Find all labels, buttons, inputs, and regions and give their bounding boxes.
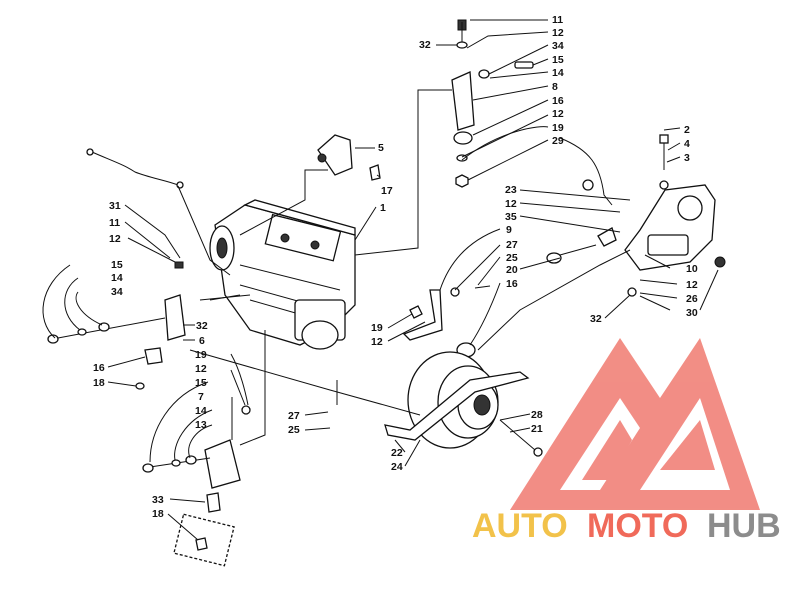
left-mount-6	[47, 261, 186, 390]
callout-26: 26	[686, 293, 698, 305]
callout-10: 10	[686, 263, 698, 275]
callout-8: 8	[552, 81, 558, 93]
watermark-auto: AUTO	[472, 507, 568, 545]
callout-14: 14	[111, 272, 123, 284]
callout-19: 19	[371, 322, 383, 334]
callout-25: 25	[288, 424, 300, 436]
callout-19: 19	[552, 122, 564, 134]
callout-5: 5	[378, 142, 384, 154]
callout-2: 2	[684, 124, 690, 136]
callout-32: 32	[590, 313, 602, 325]
callout-12: 12	[552, 27, 564, 39]
watermark-hub: HUB	[707, 507, 781, 545]
bracket-5	[317, 134, 381, 181]
callout-23: 23	[505, 184, 517, 196]
callout-21: 21	[531, 423, 543, 435]
rear-mount-bracket-10	[582, 134, 726, 311]
callout-13: 13	[195, 419, 207, 431]
callout-3: 3	[684, 152, 690, 164]
callout-34: 34	[111, 286, 123, 298]
callout-15: 15	[552, 54, 564, 66]
mid-bracket	[402, 244, 597, 358]
callout-32: 32	[419, 39, 431, 51]
callout-16: 16	[506, 278, 518, 290]
callout-11: 11	[552, 14, 563, 26]
callout-12: 12	[505, 198, 517, 210]
callout-35: 35	[505, 211, 517, 223]
callout-31: 31	[109, 200, 121, 212]
callout-15: 15	[195, 377, 207, 389]
callout-9: 9	[506, 224, 512, 236]
callout-32: 32	[196, 320, 208, 332]
callout-25: 25	[506, 252, 518, 264]
drive-clutch	[384, 351, 543, 457]
callout-24: 24	[391, 461, 403, 473]
callout-16: 16	[552, 95, 564, 107]
callout-28: 28	[531, 409, 543, 421]
engine-assembly	[209, 199, 356, 350]
callout-33: 33	[152, 494, 164, 506]
callout-14: 14	[195, 405, 207, 417]
callout-12: 12	[109, 233, 121, 245]
callout-15: 15	[111, 259, 123, 271]
callout-16: 16	[93, 362, 105, 374]
callout-34: 34	[552, 40, 564, 52]
callout-12: 12	[552, 108, 564, 120]
callout-20: 20	[506, 264, 518, 276]
watermark-moto: MOTO	[587, 507, 688, 545]
watermark-logo	[510, 338, 760, 510]
callout-14: 14	[552, 67, 564, 79]
callout-30: 30	[686, 307, 698, 319]
callout-12: 12	[686, 279, 698, 291]
callout-17: 17	[381, 185, 393, 197]
callout-22: 22	[391, 447, 403, 459]
callout-7: 7	[198, 391, 204, 403]
callout-11: 11	[109, 217, 120, 229]
callout-labels: 11 32 12 34 15 14 8 16 12 19 29 2 4 3 5 …	[93, 14, 698, 520]
callout-12: 12	[195, 363, 207, 375]
callout-18: 18	[93, 377, 105, 389]
callout-4: 4	[684, 138, 690, 150]
callout-29: 29	[552, 135, 564, 147]
lower-mount-7	[142, 405, 251, 567]
upper-mount-8	[451, 19, 534, 188]
callout-1: 1	[380, 202, 386, 214]
cable-31	[91, 151, 179, 186]
callout-19: 19	[195, 349, 207, 361]
callout-27: 27	[506, 239, 518, 251]
callout-12: 12	[371, 336, 383, 348]
callout-27: 27	[288, 410, 300, 422]
callout-18: 18	[152, 508, 164, 520]
callout-6: 6	[199, 335, 205, 347]
leader-lines	[42, 19, 719, 541]
